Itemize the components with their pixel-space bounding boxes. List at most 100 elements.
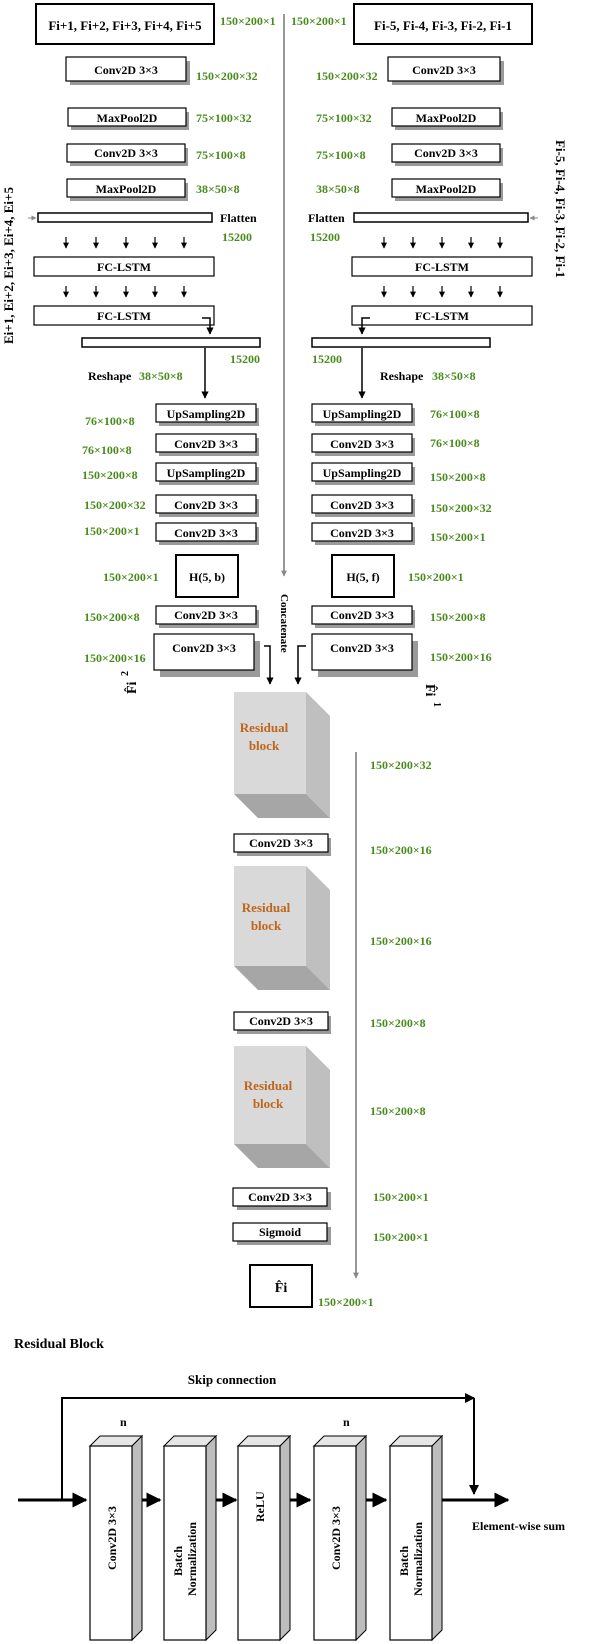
svg-text:UpSampling2D: UpSampling2D: [323, 407, 402, 421]
left-conv-5: Conv2D 3×3: [155, 522, 259, 545]
left-maxpool-2: MaxPool2D: [66, 178, 188, 201]
left-fclstm-2: FC-LSTM: [33, 305, 215, 326]
svg-text:Conv2D 3×3: Conv2D 3×3: [329, 1506, 343, 1570]
svg-text:FC-LSTM: FC-LSTM: [415, 260, 469, 274]
svg-text:Conv2D 3×3: Conv2D 3×3: [248, 1190, 312, 1204]
svg-text:Conv2D 3×3: Conv2D 3×3: [412, 63, 476, 77]
left-fclstm-1: FC-LSTM: [33, 256, 215, 277]
svg-text:15200: 15200: [310, 230, 340, 244]
svg-text:150×200×8: 150×200×8: [370, 1016, 426, 1030]
input-box-backward: Fi-5, Fi-4, Fi-3, Fi-2, Fi-1: [353, 3, 533, 45]
svg-text:MaxPool2D: MaxPool2D: [416, 182, 477, 196]
forward-rows-label: Ei+1, Ei+2, Ei+3, Ei+4, Ei+5: [1, 187, 16, 344]
svg-text:15200: 15200: [312, 352, 342, 366]
svg-text:15200: 15200: [230, 352, 260, 366]
svg-text:Conv2D 3×3: Conv2D 3×3: [94, 63, 158, 77]
fi-hat-f-label: F̂i 1: [422, 684, 442, 707]
left-upsampling-1: UpSampling2D: [155, 403, 259, 426]
svg-text:FC-LSTM: FC-LSTM: [415, 309, 469, 323]
svg-text:Conv2D 3×3: Conv2D 3×3: [174, 526, 238, 540]
svg-text:FC-LSTM: FC-LSTM: [97, 309, 151, 323]
center-conv-2: Conv2D 3×3: [233, 1011, 331, 1034]
svg-text:Batch: Batch: [171, 1546, 185, 1576]
n-label-2: n: [343, 1415, 350, 1429]
svg-text:150×200×8: 150×200×8: [430, 610, 486, 624]
svg-text:Conv2D 3×3: Conv2D 3×3: [414, 146, 478, 160]
residual-block-3: Residual block: [234, 1046, 330, 1168]
concatenate-label: Concatenate: [278, 594, 290, 653]
svg-text:150×200×16: 150×200×16: [370, 934, 432, 948]
input-backward-label: Fi-5, Fi-4, Fi-3, Fi-2, Fi-1: [374, 18, 512, 33]
svg-text:150×200×8: 150×200×8: [370, 1104, 426, 1118]
right-fclstm-2: FC-LSTM: [351, 305, 533, 326]
rb-bn-2: Batch Normalization: [388, 1434, 444, 1642]
residual-block-1: Residual block: [234, 692, 330, 818]
right-upsampling-1: UpSampling2D: [311, 403, 415, 426]
svg-text:76×100×8: 76×100×8: [85, 414, 135, 428]
svg-text:15200: 15200: [222, 230, 252, 244]
svg-text:Conv2D 3×3: Conv2D 3×3: [172, 641, 236, 655]
right-conv-4: Conv2D 3×3: [311, 494, 415, 517]
svg-text:UpSampling2D: UpSampling2D: [323, 466, 402, 480]
svg-text:MaxPool2D: MaxPool2D: [96, 182, 157, 196]
svg-text:150×200×16: 150×200×16: [370, 843, 432, 857]
svg-text:block: block: [253, 1096, 284, 1111]
residual-block-title: Residual Block: [14, 1337, 104, 1352]
left-conv-3: Conv2D 3×3: [155, 433, 259, 456]
svg-text:150×200×32: 150×200×32: [196, 69, 258, 83]
svg-text:150×200×32: 150×200×32: [316, 69, 378, 83]
svg-text:Conv2D 3×3: Conv2D 3×3: [330, 641, 394, 655]
svg-text:Conv2D 3×3: Conv2D 3×3: [174, 437, 238, 451]
svg-text:38×50×8: 38×50×8: [196, 182, 240, 196]
right-conv-6: Conv2D 3×3: [311, 605, 415, 628]
right-conv-5: Conv2D 3×3: [311, 522, 415, 545]
svg-text:Normalization: Normalization: [411, 1522, 425, 1596]
svg-text:H(5, b): H(5, b): [189, 570, 225, 584]
skip-connection-label: Skip connection: [188, 1372, 277, 1387]
center-conv-3: Conv2D 3×3: [232, 1187, 331, 1210]
svg-text:2: 2: [120, 671, 131, 676]
dim-input-backward: 150×200×1: [291, 14, 347, 28]
svg-text:75×100×8: 75×100×8: [196, 148, 246, 162]
svg-text:Conv2D 3×3: Conv2D 3×3: [330, 526, 394, 540]
sigmoid-box: Sigmoid: [232, 1222, 331, 1245]
svg-text:75×100×32: 75×100×32: [196, 111, 252, 125]
svg-text:150×200×1: 150×200×1: [373, 1190, 429, 1204]
h-back-box: H(5, b): [175, 554, 239, 598]
svg-text:Conv2D 3×3: Conv2D 3×3: [330, 437, 394, 451]
rb-conv-1: Conv2D 3×3: [88, 1434, 144, 1642]
svg-text:38×50×8: 38×50×8: [139, 369, 183, 383]
svg-text:150×200×32: 150×200×32: [430, 501, 492, 515]
right-maxpool-1: MaxPool2D: [391, 107, 503, 130]
svg-text:block: block: [251, 918, 282, 933]
right-conv-2: Conv2D 3×3: [391, 143, 503, 166]
svg-text:F̂i: F̂i: [123, 681, 140, 694]
right-upsampling-2: UpSampling2D: [311, 462, 415, 485]
center-conv-1: Conv2D 3×3: [233, 833, 331, 856]
svg-text:150×200×1: 150×200×1: [373, 1230, 429, 1244]
right-conv-7: Conv2D 3×3: [311, 633, 418, 677]
left-arrows-row-1: [63, 237, 187, 249]
left-reshape-label: Reshape: [88, 369, 132, 383]
rb-conv-2: Conv2D 3×3: [312, 1434, 368, 1642]
svg-text:Conv2D 3×3: Conv2D 3×3: [249, 1014, 313, 1028]
rb-bn-1: Batch Normalization: [162, 1434, 218, 1642]
svg-text:MaxPool2D: MaxPool2D: [97, 111, 158, 125]
right-maxpool-2: MaxPool2D: [391, 178, 503, 201]
svg-text:Batch: Batch: [397, 1546, 411, 1576]
fi-hat-b-label: F̂i 2: [120, 671, 140, 694]
svg-text:150×200×1: 150×200×1: [430, 530, 486, 544]
svg-text:FC-LSTM: FC-LSTM: [97, 260, 151, 274]
svg-text:UpSampling2D: UpSampling2D: [167, 466, 246, 480]
svg-text:Conv2D 3×3: Conv2D 3×3: [174, 608, 238, 622]
left-conv-4: Conv2D 3×3: [155, 494, 259, 517]
svg-text:ReLU: ReLU: [253, 1491, 267, 1522]
svg-text:Conv2D 3×3: Conv2D 3×3: [330, 608, 394, 622]
svg-text:75×100×32: 75×100×32: [316, 111, 372, 125]
right-conv-3: Conv2D 3×3: [311, 433, 415, 456]
right-flatten-label: Flatten: [308, 211, 345, 225]
svg-text:38×50×8: 38×50×8: [432, 369, 476, 383]
svg-text:Conv2D 3×3: Conv2D 3×3: [330, 498, 394, 512]
